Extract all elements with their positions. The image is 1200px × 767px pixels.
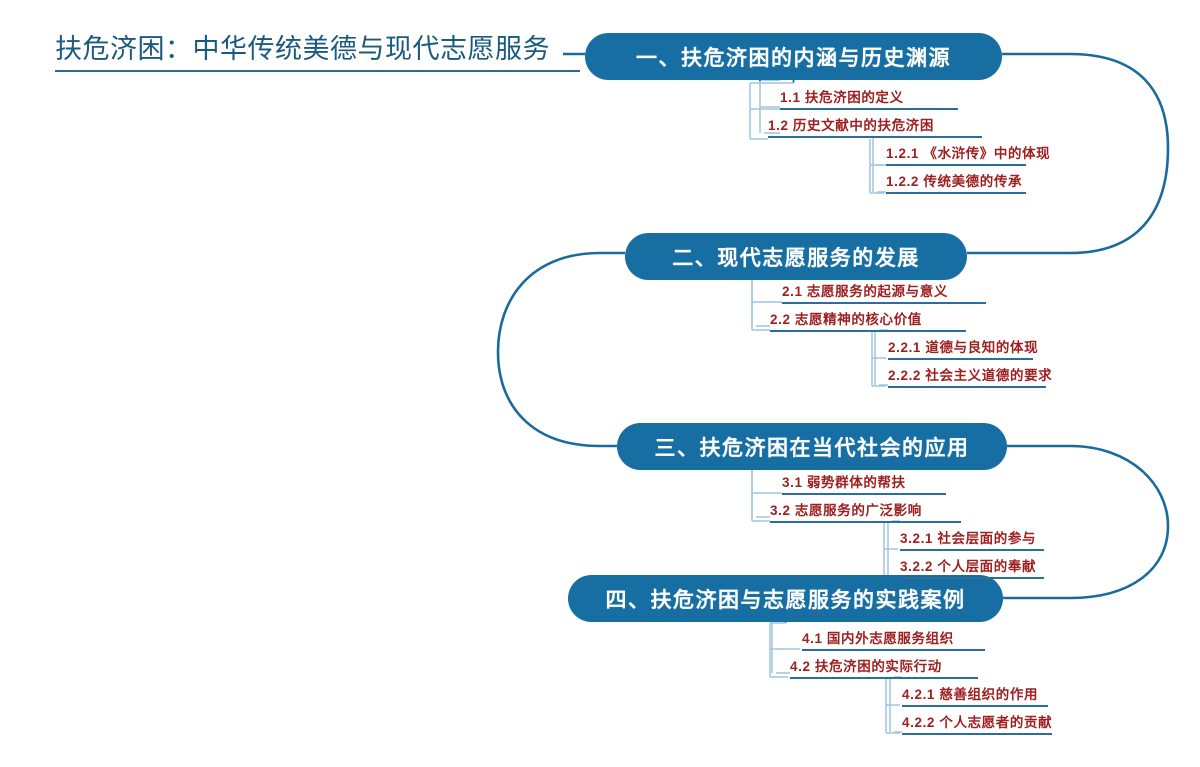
leaf-node-2-2-1[interactable]: 2.2.1 道德与良知的体现 xyxy=(888,338,1038,360)
leaf-node-3-2-1[interactable]: 3.2.1 社会层面的参与 xyxy=(900,529,1044,551)
leaf-node-4-2-1[interactable]: 4.2.1 慈善组织的作用 xyxy=(902,685,1048,707)
leaf-node-4-2-2[interactable]: 4.2.2 个人志愿者的贡献 xyxy=(902,713,1052,735)
leaf-node-2-2-2[interactable]: 2.2.2 社会主义道德的要求 xyxy=(888,366,1052,388)
branch-node-4[interactable]: 四、扶危济困与志愿服务的实践案例 xyxy=(568,575,1003,622)
leaf-node-2-1[interactable]: 2.1 志愿服务的起源与意义 xyxy=(782,282,986,304)
leaf-node-2-2[interactable]: 2.2 志愿精神的核心价值 xyxy=(770,310,966,332)
leaf-node-1-2-2[interactable]: 1.2.2 传统美德的传承 xyxy=(886,172,1026,194)
connector-branch2-to-branch3 xyxy=(496,251,625,448)
leaf-node-1-1[interactable]: 1.1 扶危济困的定义 xyxy=(780,88,958,110)
leaf-node-3-2-2[interactable]: 3.2.2 个人层面的奉献 xyxy=(900,557,1044,579)
leaf-node-1-2-1[interactable]: 1.2.1 《水浒传》中的体现 xyxy=(886,144,1050,166)
mindmap-root-title[interactable]: 扶危济困：中华传统美德与现代志愿服务 xyxy=(55,30,580,72)
leaf-node-4-2[interactable]: 4.2 扶危济困的实际行动 xyxy=(790,657,978,679)
branch-node-3[interactable]: 三、扶危济困在当代社会的应用 xyxy=(617,423,1007,470)
branch-node-2[interactable]: 二、现代志愿服务的发展 xyxy=(625,233,967,280)
connector-pill-stems xyxy=(759,80,761,81)
leaf-node-3-2[interactable]: 3.2 志愿服务的广泛影响 xyxy=(770,501,961,523)
leaf-node-1-2[interactable]: 1.2 历史文献中的扶危济困 xyxy=(768,116,982,138)
branch-node-1[interactable]: 一、扶危济困的内涵与历史渊源 xyxy=(585,33,1002,80)
leaf-node-4-1[interactable]: 4.1 国内外志愿服务组织 xyxy=(802,629,985,651)
leaf-node-3-1[interactable]: 3.1 弱势群体的帮扶 xyxy=(782,473,946,495)
